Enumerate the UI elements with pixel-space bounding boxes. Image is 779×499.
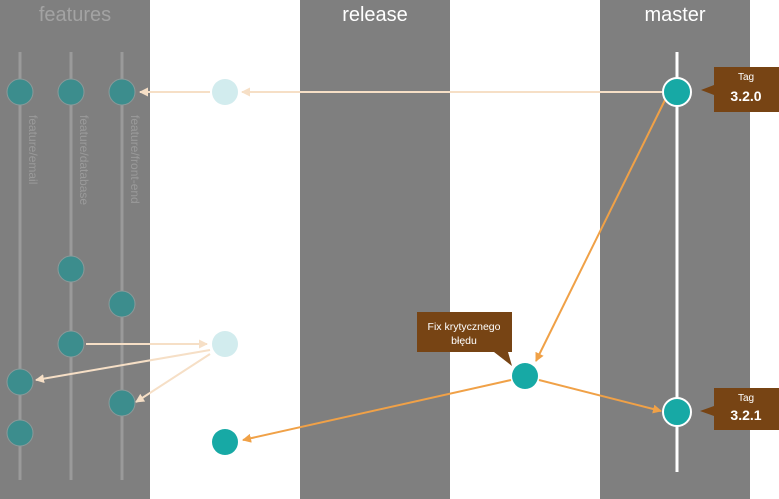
commit-feature-database-3 <box>57 330 85 358</box>
commit-feature-database-2 <box>57 255 85 283</box>
release-column-band <box>300 0 450 499</box>
callout-line-1: Fix krytycznego <box>428 321 501 333</box>
commit-release-faded-1 <box>212 79 238 105</box>
commit-feature-email-3 <box>6 419 34 447</box>
tag-lower-label: Tag <box>738 393 754 404</box>
tag-upper-version: 3.2.0 <box>730 88 761 104</box>
branch-label-feature-database: feature/database <box>77 115 91 205</box>
branch-label-feature-front-end: feature/front-end <box>128 115 142 204</box>
arrow-release-to-frontend2-faded <box>135 353 211 403</box>
arrow-hotfix-to-master <box>538 379 662 414</box>
release-column-title: release <box>342 4 408 26</box>
commit-feature-front-end-2 <box>108 290 136 318</box>
commit-feature-email-1 <box>6 78 34 106</box>
arrow-release-to-email-faded <box>35 349 211 384</box>
hotfix-callout: Fix krytycznego błędu <box>417 312 512 366</box>
tag-upper-shape <box>701 67 779 112</box>
commit-master-3-2-0 <box>662 77 692 107</box>
callout-line-2: błędu <box>451 335 477 347</box>
commit-feature-front-end-3 <box>108 389 136 417</box>
arrow-master-to-hotfix <box>535 99 666 362</box>
tag-lower-version: 3.2.1 <box>730 407 761 423</box>
features-column-title: features <box>39 4 111 26</box>
commit-master-3-2-1 <box>662 397 692 427</box>
branch-label-feature-email: feature/email <box>26 115 40 184</box>
master-column-title: master <box>644 4 705 26</box>
commit-release <box>212 429 238 455</box>
tag-upper: Tag 3.2.0 <box>701 67 779 112</box>
tag-lower-shape <box>700 388 779 430</box>
callout-shape <box>417 312 512 366</box>
commit-release-faded-2 <box>212 331 238 357</box>
commit-hotfix <box>512 363 538 389</box>
tag-lower: Tag 3.2.1 <box>700 388 779 430</box>
tag-upper-label: Tag <box>738 72 754 83</box>
arrow-hotfix-to-release <box>242 379 512 443</box>
commit-feature-database-1 <box>57 78 85 106</box>
commit-feature-email-2 <box>6 368 34 396</box>
commit-feature-front-end-1 <box>108 78 136 106</box>
